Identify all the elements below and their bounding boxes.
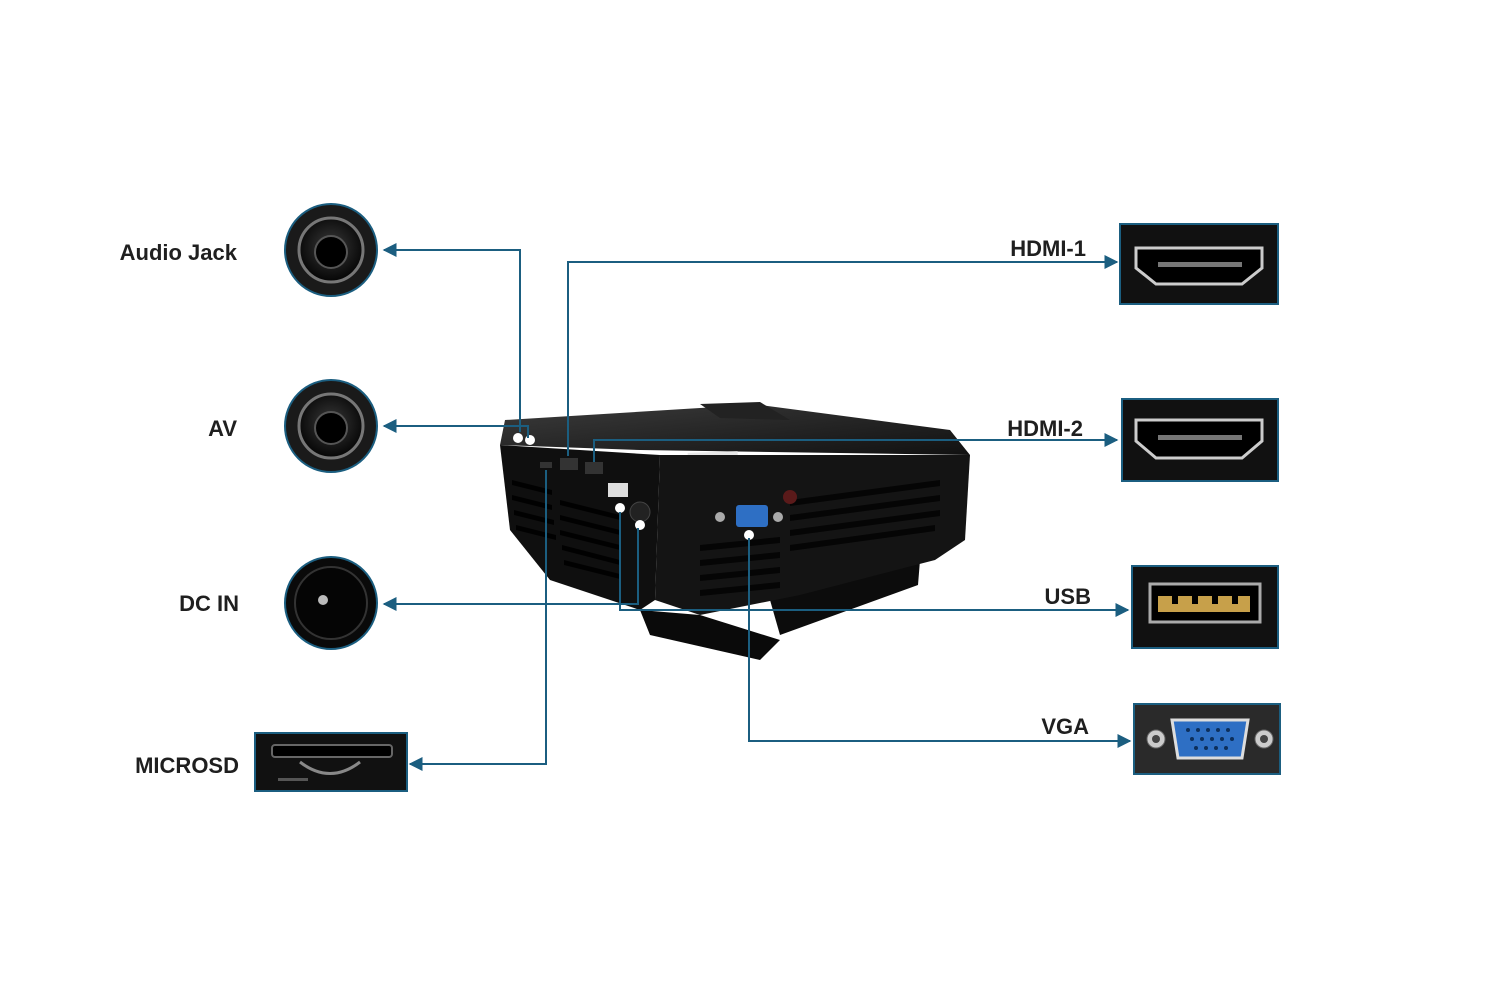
hdmi2-connector <box>593 433 1119 462</box>
hdmi-port-icon <box>1119 223 1279 305</box>
av-connector <box>382 419 529 438</box>
usb-port-icon <box>1131 565 1279 649</box>
audio-jack-connector <box>382 243 521 432</box>
microsd-slot-icon <box>254 732 408 792</box>
label-microsd: MICROSD <box>135 753 239 778</box>
hdmi-port-icon <box>1121 398 1279 482</box>
microsd-connector <box>408 470 547 771</box>
label-usb: USB <box>1045 584 1091 609</box>
label-hdmi1: HDMI-1 <box>1010 236 1086 261</box>
vga-connector <box>748 538 1132 748</box>
label-av: AV <box>208 416 237 441</box>
connector-lines <box>382 243 1132 771</box>
av-port-icon <box>284 379 378 473</box>
dc-in-port-icon <box>284 556 378 650</box>
label-vga: VGA <box>1041 714 1089 739</box>
label-audio-jack: Audio Jack <box>120 240 238 265</box>
dc-in-connector <box>382 528 639 611</box>
vga-port-icon <box>1133 703 1281 775</box>
audio-jack-port-icon <box>284 203 378 297</box>
hdmi1-connector <box>567 255 1119 456</box>
label-hdmi2: HDMI-2 <box>1007 416 1083 441</box>
label-dc-in: DC IN <box>179 591 239 616</box>
usb-connector <box>619 512 1130 617</box>
